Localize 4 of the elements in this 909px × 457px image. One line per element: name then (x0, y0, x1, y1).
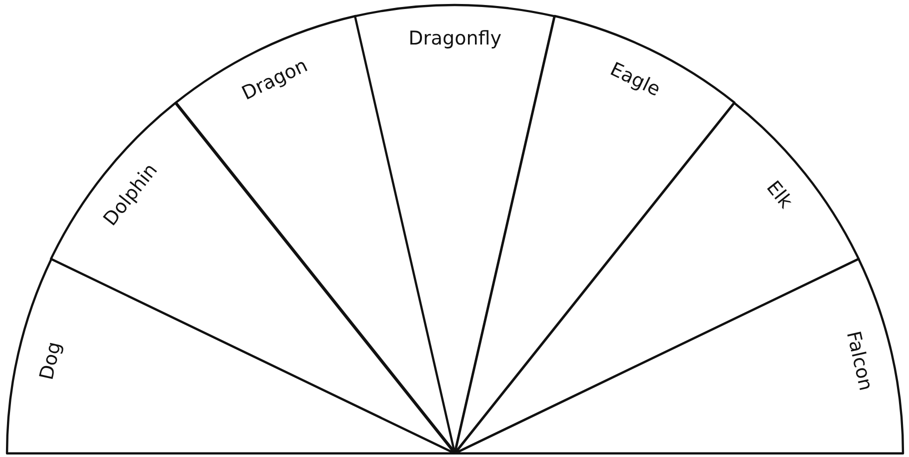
sector-label: Elk (762, 178, 795, 212)
sector-label: Dragonfly (408, 30, 502, 48)
sector-label: Falcon (842, 329, 875, 392)
sector-label: Dog (38, 340, 65, 382)
